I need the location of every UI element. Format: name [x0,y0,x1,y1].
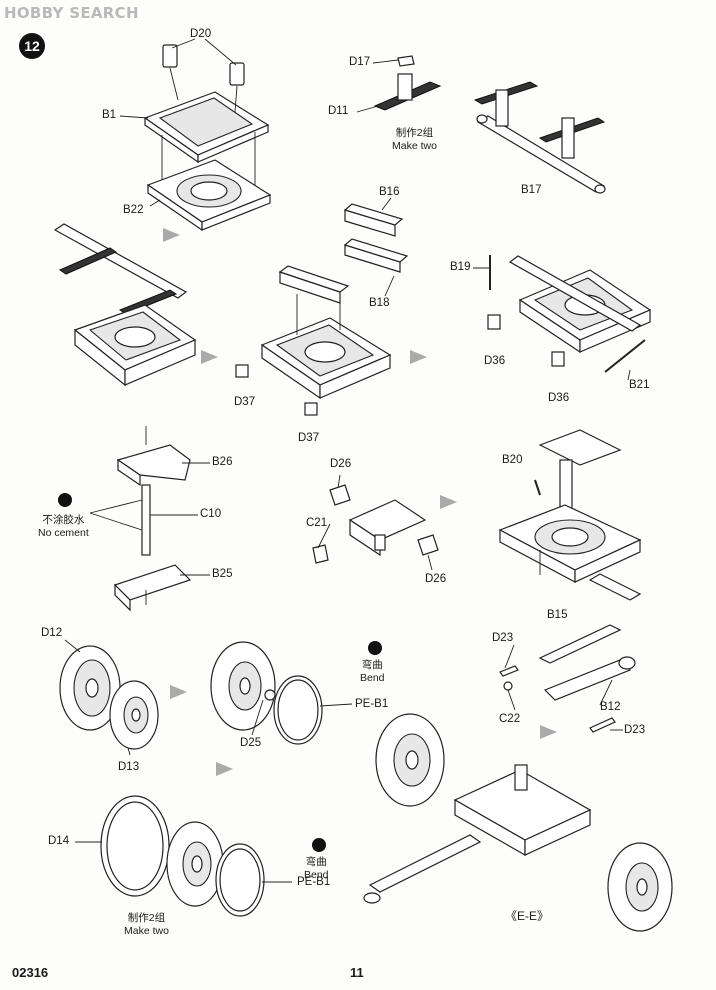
no-cement-cn: 不涂胶水 [42,514,85,526]
make-two-note-top: 制作2组 Make two [392,127,437,152]
part-label-d20: D20 [190,28,212,40]
part-label-d23-top: D23 [492,632,514,644]
bend-icon-bottom [312,838,326,852]
part-label-d11: D11 [328,105,349,117]
part-label-d37-right: D37 [298,432,320,444]
frame-b16-b18-drawing [235,197,409,416]
part-label-d26-top: D26 [330,458,352,470]
part-label-d12: D12 [41,627,63,639]
bend-cn-top: 弯曲 [361,659,383,671]
part-label-d36-left: D36 [484,355,506,367]
bend-note-bottom: 弯曲 Bend [304,856,329,881]
part-label-d26-bottom: D26 [425,573,447,585]
drawbar-b15-b12-drawing [499,624,636,733]
part-label-d13: D13 [118,761,140,773]
bend-en-top: Bend [360,671,385,684]
part-label-d36-right: D36 [548,392,570,404]
leaf-spring-d11-drawing [356,55,442,113]
product-code: 02316 [12,965,49,980]
part-label-b25: B25 [212,568,233,580]
frame-b19-b21-drawing [473,255,652,381]
pivot-b26-c10-b25-drawing [89,426,210,612]
part-label-b20: B20 [502,454,523,466]
carriage-assembly-drawing [363,713,673,932]
bend-icon-top [368,641,382,655]
part-label-d17: D17 [349,56,371,68]
bend-note-top: 弯曲 Bend [360,659,385,684]
part-label-d14: D14 [48,835,70,847]
make-two-note-bottom: 制作2组 Make two [124,912,169,937]
no-cement-icon [58,493,72,507]
part-label-c21: C21 [306,517,328,529]
part-label-d37-left: D37 [234,396,256,408]
frame-with-axle-drawing [53,223,197,387]
make-two-en-bottom: Make two [124,924,169,937]
bend-cn-bottom: 弯曲 [305,856,327,868]
wheel-pe-b1-drawing [210,641,353,745]
watermark: HOBBY SEARCH [4,4,139,22]
part-label-b1: B1 [102,109,117,121]
progress-arrows [163,228,557,776]
frame-b1-drawing [119,38,272,232]
part-label-b12: B12 [600,701,621,713]
part-label-c22: C22 [499,713,521,725]
part-label-pe-b1-top: PE-B1 [355,698,389,710]
make-two-cn: 制作2组 [395,127,434,139]
part-label-pe-b1-bottom: PE-B1 [297,876,331,888]
pivot-d26-c21-drawing [312,474,439,571]
wheel-d12-d13-drawing [59,639,159,756]
part-label-b17: B17 [521,184,542,196]
part-label-b26: B26 [212,456,233,468]
step-number-badge: 12 [19,33,45,59]
part-label-b16: B16 [379,186,400,198]
part-label-c10: C10 [200,508,222,520]
bend-en-bottom: Bend [304,868,329,881]
part-label-d23-bottom: D23 [624,724,646,736]
axle-b17-drawing [473,81,606,194]
make-two-en: Make two [392,139,437,152]
section-e-e-label: 《E-E》 [505,909,550,923]
no-cement-en: No cement [38,526,89,539]
part-label-b19: B19 [450,261,471,273]
no-cement-note: 不涂胶水 No cement [38,514,89,539]
make-two-cn-bottom: 制作2组 [127,912,166,924]
part-label-b22: B22 [123,204,144,216]
wheel-d14-drawing [75,795,292,917]
part-label-b21: B21 [629,379,650,391]
part-label-b15: B15 [547,609,568,621]
part-label-d25: D25 [240,737,262,749]
turntable-b20-drawing [498,429,642,601]
part-label-b18: B18 [369,297,390,309]
page-number: 11 [350,965,364,980]
